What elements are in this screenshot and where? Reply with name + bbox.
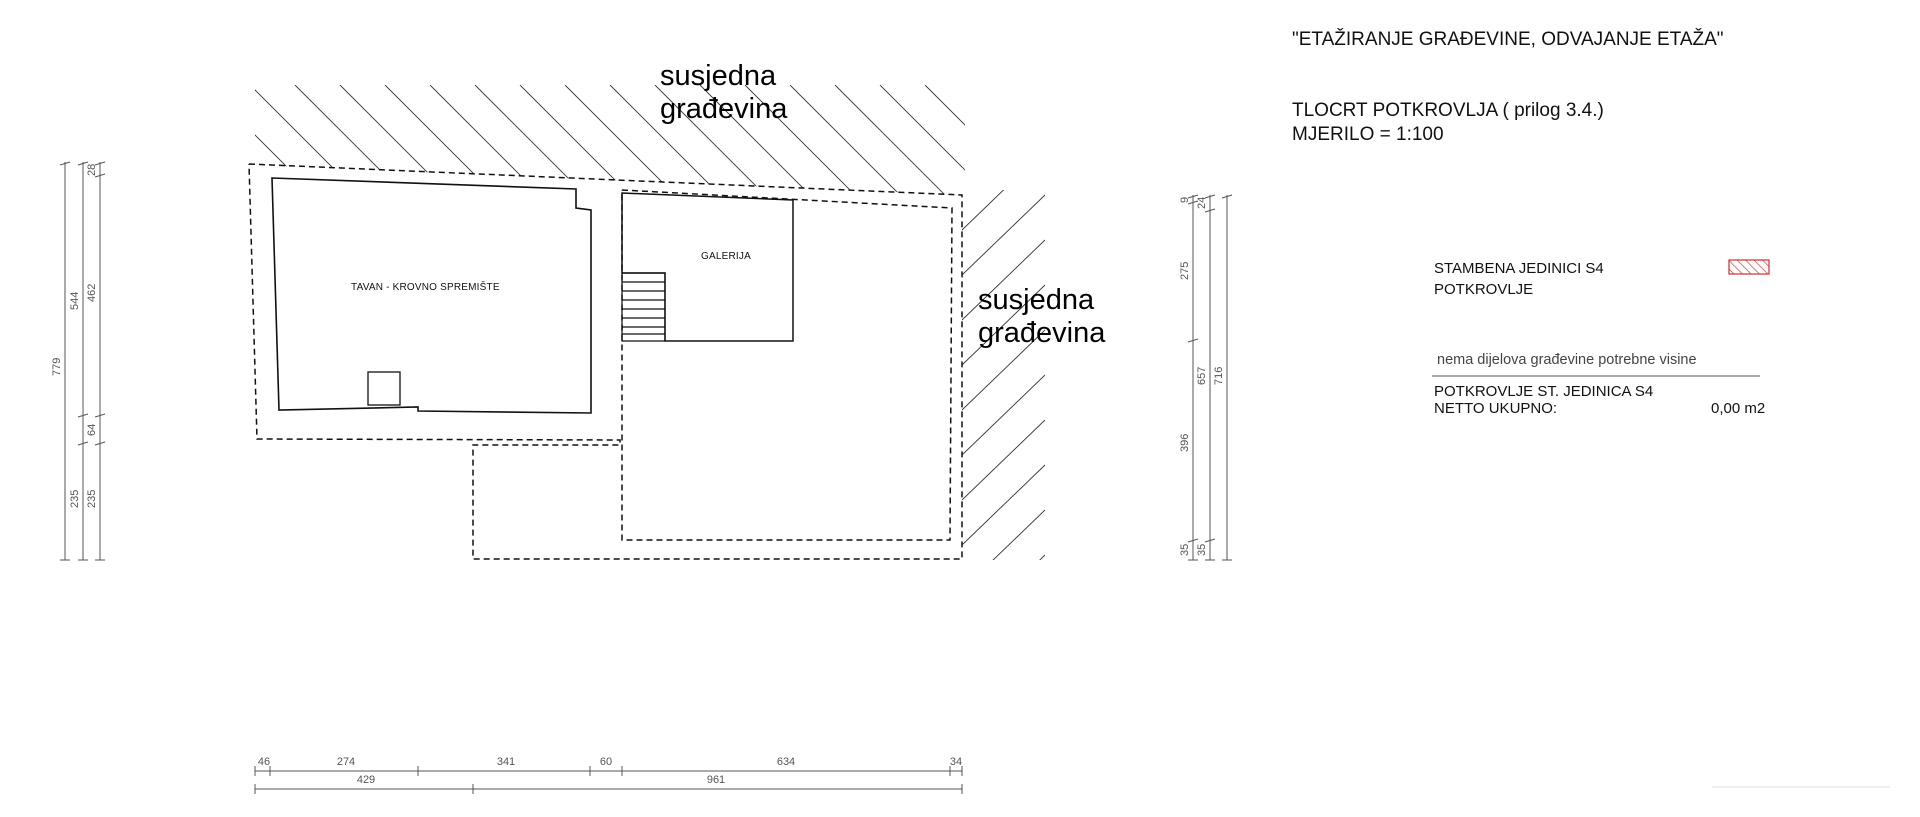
hatch-line (255, 85, 321, 195)
hatch-line (962, 509, 1045, 560)
neighbor-building-hatch-right (962, 190, 1045, 680)
neighbor-label-top-line1: susjedna (660, 60, 777, 92)
hatch-line (962, 464, 1045, 546)
dim-right-inner-4: 35 (1179, 543, 1191, 556)
dim-left-middle-1: 544 (69, 291, 81, 310)
dim-right-inner-2: 275 (1179, 261, 1191, 280)
neighbor-label-right-line2: građevina (978, 317, 1106, 350)
hatch-line (699, 85, 816, 195)
legend-floor-label: POTKROVLJE (1434, 281, 1534, 298)
neighbor-label-top-line2: građevina (660, 93, 788, 126)
dim-left-inner-2: 462 (86, 283, 98, 302)
hatch-line (654, 85, 771, 195)
dim-bottom-segment: 46 (257, 756, 271, 768)
dimension-lines-bottom (254, 766, 963, 794)
dim-bottom-total: 429 (356, 774, 376, 786)
dim-right-outer: 716 (1213, 366, 1225, 385)
dim-bottom-segment: 274 (336, 756, 356, 768)
hatch-line (879, 85, 965, 195)
hatch-line (962, 600, 1045, 680)
dim-right-middle-1: 24 (1196, 196, 1208, 209)
dim-left-inner-3: 64 (86, 423, 98, 436)
summary-line-1: POTKROVLJE ST. JEDINICA S4 (1434, 383, 1654, 400)
legend-hatch-swatch (1728, 259, 1770, 275)
hatch-line (924, 85, 965, 195)
hatch-line (962, 194, 1045, 276)
legend-note: nema dijelova građevine potrebne visine (1437, 352, 1697, 368)
hatch-line (564, 85, 681, 195)
gallery-room-outline (621, 192, 794, 342)
neighbor-label-right: susjedna građevina (978, 284, 1105, 351)
drawing-scale: MJERILO = 1:100 (1292, 124, 1444, 145)
dim-left-inner-1: 28 (86, 163, 98, 176)
legend-unit-label: STAMBENA JEDINICI S4 (1434, 260, 1604, 277)
dim-bottom-segment: 60 (599, 756, 613, 768)
hatch-line (834, 85, 951, 195)
dim-bottom-segment: 341 (496, 756, 516, 768)
neighbor-label-right-line1: susjedna (978, 284, 1095, 316)
dim-right-middle-2: 657 (1196, 366, 1208, 385)
hatch-line (744, 85, 861, 195)
dimension-lines-left (59, 161, 106, 561)
room-label-attic: TAVAN - KROVNO SPREMIŠTE (351, 282, 500, 293)
hatch-line (255, 85, 366, 195)
dim-bottom-segment: 634 (776, 756, 796, 768)
hatch-line (962, 329, 1045, 411)
hatch-line (970, 85, 1085, 200)
summary-line-2: NETTO UKUPNO: (1434, 400, 1558, 417)
hatch-line (962, 554, 1045, 560)
hatch-line (962, 284, 1045, 366)
hatch-line (255, 85, 276, 195)
hatch-line (609, 85, 726, 195)
attic-room-outline (271, 177, 592, 414)
hatch-line (519, 85, 636, 195)
dim-bottom-segment: 34 (949, 756, 963, 768)
dim-left-inner-4: 235 (86, 489, 98, 508)
apartment-s4-outline-dashed (621, 189, 953, 541)
project-title: "ETAŽIRANJE GRAĐEVINE, ODVAJANJE ETAŽA" (1292, 29, 1724, 50)
hatch-line (789, 85, 906, 195)
hatch-line (962, 374, 1045, 456)
drawing-title: TLOCRT POTKROVLJA ( prilog 3.4.) (1292, 100, 1604, 121)
hatch-line (962, 190, 1045, 231)
staircase (621, 272, 666, 342)
neighbor-building-hatch-top (255, 85, 1085, 200)
dim-bottom-total: 961 (706, 774, 726, 786)
hatch-line (962, 239, 1045, 321)
hatch-line (429, 85, 546, 195)
room-label-gallery: GALERIJA (701, 251, 751, 262)
neighbor-label-top: susjedna građevina (660, 60, 787, 127)
dim-left-outer: 779 (51, 357, 63, 376)
dim-right-inner-3: 396 (1179, 433, 1191, 452)
dim-right-inner-1: 9 (1179, 196, 1191, 203)
hatch-line (962, 419, 1045, 501)
summary-value: 0,00 m2 (1711, 400, 1766, 417)
hatch-line (474, 85, 591, 195)
roof-hatch-opening (367, 371, 401, 406)
building-outline-dashed (248, 163, 963, 560)
dim-right-middle-3: 35 (1196, 543, 1208, 556)
dim-left-middle-2: 235 (69, 489, 81, 508)
dimension-lines-right (1187, 194, 1233, 561)
